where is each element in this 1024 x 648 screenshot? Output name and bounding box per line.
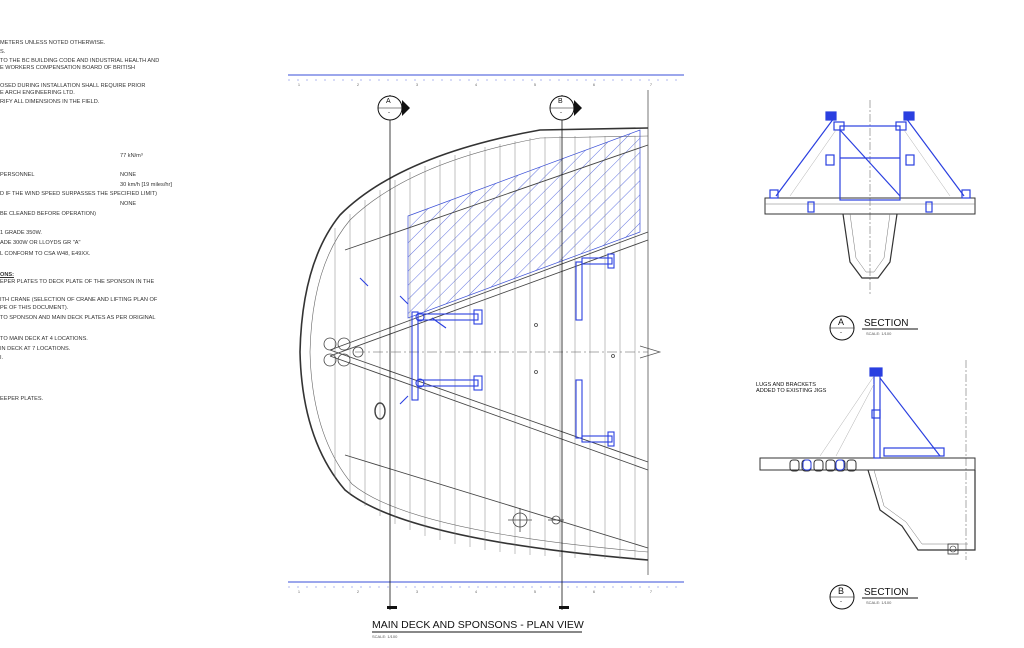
grid-ruler-bottom <box>288 581 684 588</box>
svg-text:5: 5 <box>534 590 536 594</box>
note-line: BE CLEANED BEFORE OPERATION) <box>0 211 96 217</box>
grid-ruler-top <box>288 74 684 81</box>
section-b-letter: B <box>838 586 845 596</box>
note-line: IN DECK AT 7 LOCATIONS. <box>0 346 71 352</box>
other-value: NONE <box>120 201 137 207</box>
section-marker-b-dash: - <box>560 110 562 116</box>
note-line: S. <box>0 49 6 55</box>
wind-value: 30 km/h [19 miles/hr] <box>120 182 172 188</box>
section-marker-a-letter: A <box>386 98 391 105</box>
plan-view: 1 2 3 4 5 6 7 1 2 3 4 5 6 7 <box>288 74 684 610</box>
section-b-annotation-line2: ADDED TO EXISTING JIGS <box>756 388 827 394</box>
note-line: L CONFORM TO CSA W48, E49XX. <box>0 251 91 257</box>
svg-text:1: 1 <box>298 83 300 87</box>
section-marker-a-dash: - <box>388 110 390 116</box>
note-heading: ONS: <box>0 272 14 278</box>
svg-text:6: 6 <box>593 83 595 87</box>
hull-outline <box>299 127 649 561</box>
svg-text:6: 6 <box>593 590 595 594</box>
note-line: PE OF THIS DOCUMENT). <box>0 305 69 311</box>
section-marker-a <box>377 95 410 610</box>
note-line: EPER PLATES TO DECK PLATE OF THE SPONSON… <box>0 279 155 285</box>
section-b-scale: SCALE: 1/100 <box>866 600 892 605</box>
svg-text:3: 3 <box>416 590 418 594</box>
section-marker-b <box>549 95 582 610</box>
section-b-annotation: LUGS AND BRACKETS ADDED TO EXISTING JIGS <box>756 382 826 394</box>
plan-view-title: MAIN DECK AND SPONSONS - PLAN VIEW <box>372 619 584 631</box>
section-a-drawing <box>764 100 976 341</box>
density-value: 77 kN/m³ <box>120 153 143 159</box>
note-line: E ARCH ENGINEERING LTD. <box>0 90 75 96</box>
svg-text:7: 7 <box>650 83 652 87</box>
svg-text:3: 3 <box>416 83 418 87</box>
general-notes: METERS UNLESS NOTED OTHERWISE. S. TO THE… <box>0 0 220 420</box>
note-line: ADE 300W OR LLOYDS GR "A" <box>0 240 81 246</box>
section-b-dash: - <box>840 599 842 605</box>
section-b-title: SECTION <box>864 587 909 598</box>
note-line: OSED DURING INSTALLATION SHALL REQUIRE P… <box>0 83 146 89</box>
section-b-annotation-line1: LUGS AND BRACKETS <box>756 382 816 388</box>
svg-text:2: 2 <box>357 590 359 594</box>
plan-view-scale: SCALE: 1/100 <box>372 634 398 639</box>
note-line: 1 GRADE 350W. <box>0 230 42 236</box>
note-line: RIFY ALL DIMENSIONS IN THE FIELD. <box>0 99 100 105</box>
note-line: EEPER PLATES. <box>0 396 44 402</box>
note-line: I. <box>0 355 4 361</box>
note-line: ITH CRANE (SELECTION OF CRANE AND LIFTIN… <box>0 297 158 303</box>
svg-text:4: 4 <box>475 590 477 594</box>
personnel-value: NONE <box>120 172 137 178</box>
note-line: E WORKERS COMPENSATION BOARD OF BRITISH <box>0 65 136 71</box>
svg-text:7: 7 <box>650 590 652 594</box>
note-line: TO SPONSON AND MAIN DECK PLATES AS PER O… <box>0 315 156 321</box>
section-b-drawing <box>759 360 976 610</box>
hatched-sponson-area <box>407 129 641 319</box>
section-marker-b-letter: B <box>558 98 563 105</box>
svg-text:1: 1 <box>298 590 300 594</box>
steel-lugs-brackets <box>359 253 615 447</box>
hull-frames <box>334 136 636 560</box>
svg-text:5: 5 <box>534 83 536 87</box>
section-a-title: SECTION <box>864 318 909 329</box>
note-line: METERS UNLESS NOTED OTHERWISE. <box>0 40 106 46</box>
note-line: D IF THE WIND SPEED SURPASSES THE SPECIF… <box>0 191 157 197</box>
note-line: TO MAIN DECK AT 4 LOCATIONS. <box>0 336 88 342</box>
section-a-letter: A <box>838 317 845 327</box>
note-line: TO THE BC BUILDING CODE AND INDUSTRIAL H… <box>0 58 160 64</box>
svg-text:4: 4 <box>475 83 477 87</box>
bow-fittings <box>323 323 615 532</box>
section-a-dash: - <box>840 330 842 336</box>
section-a-scale: SCALE: 1/100 <box>866 331 892 336</box>
diagonal-girders <box>329 144 649 549</box>
svg-text:2: 2 <box>357 83 359 87</box>
note-line: PERSONNEL <box>0 172 35 178</box>
